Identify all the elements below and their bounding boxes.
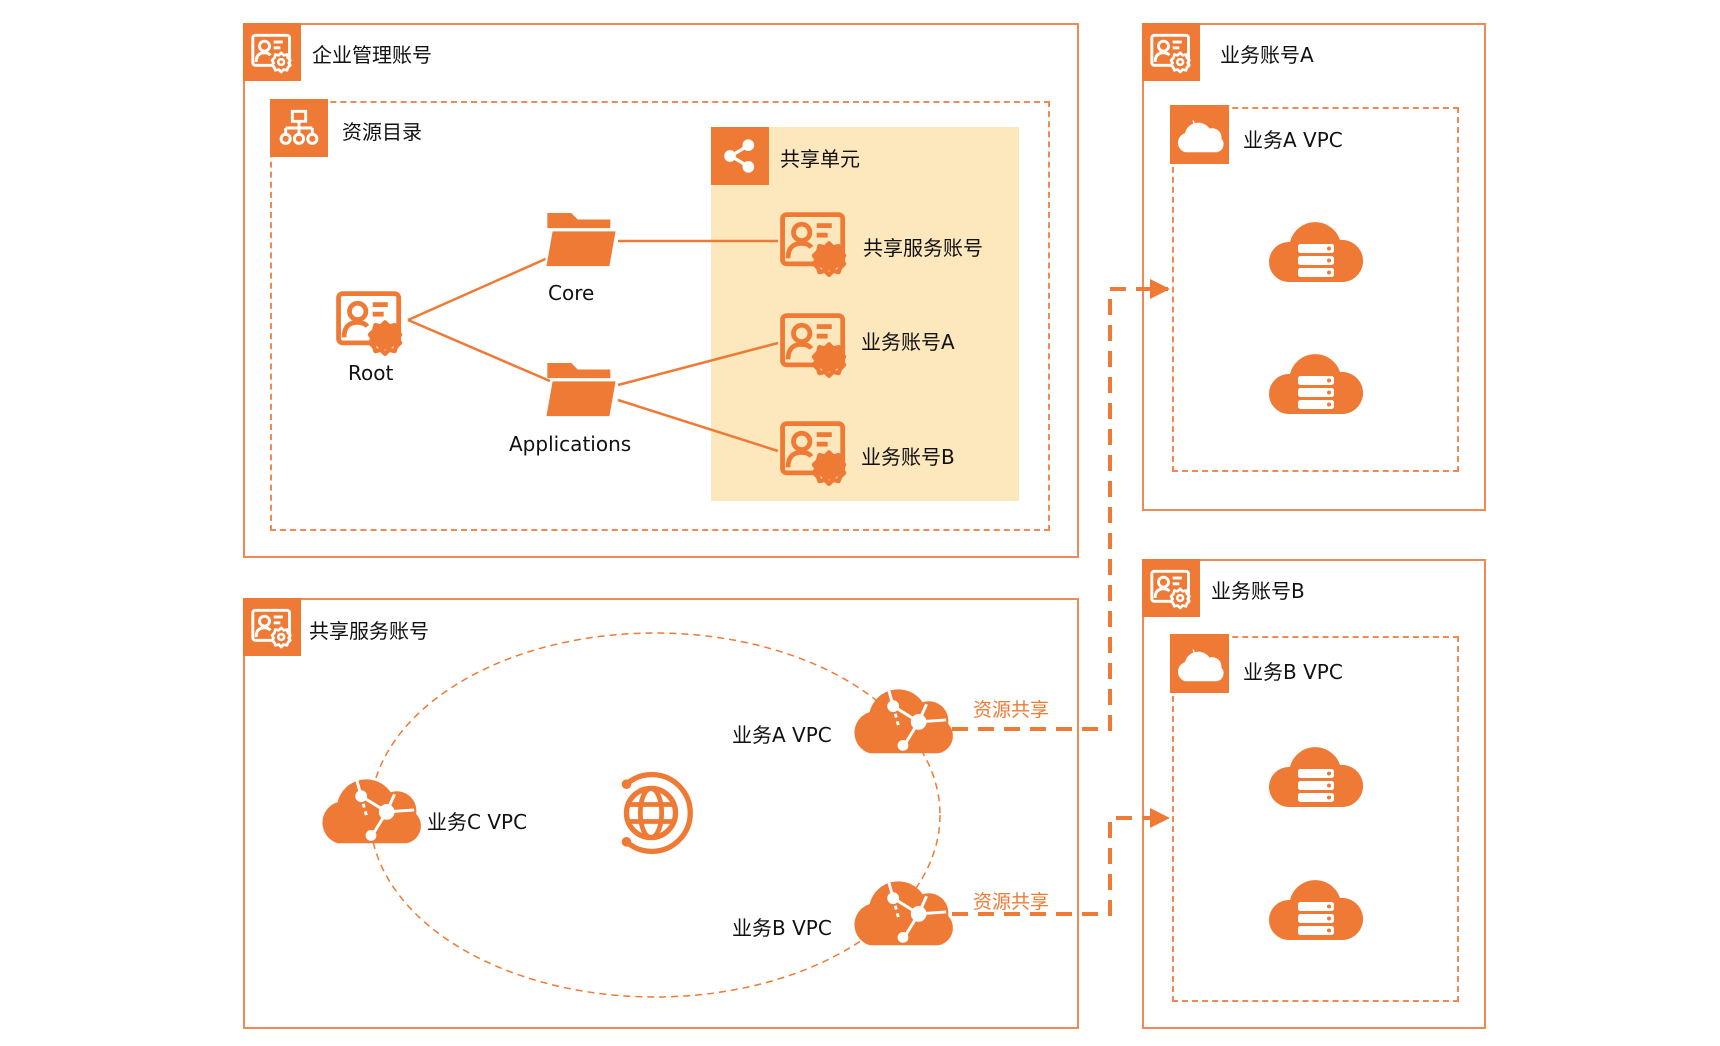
business-b-vpc-container — [1172, 636, 1459, 1002]
global-network-icon — [603, 765, 699, 861]
vpc-b-label: 业务B VPC — [732, 916, 832, 940]
cloud-server-icon[interactable] — [1266, 737, 1366, 809]
vpc-icon — [1175, 116, 1225, 154]
account-icon — [1146, 563, 1196, 613]
business-account-a-label: 业务账号A — [861, 330, 955, 354]
shared-services-account-container — [243, 598, 1079, 1029]
business-account-b-label: 业务账号B — [861, 445, 955, 469]
business-account-b-icon-box — [1142, 559, 1200, 617]
business-account-b-container — [1142, 559, 1486, 1029]
business-b-vpc-icon-box — [1170, 634, 1229, 693]
shared-unit-icon-box — [711, 127, 769, 185]
business-account-a-container — [1142, 23, 1486, 511]
enterprise-account-icon-box — [243, 23, 301, 81]
vpc-c-cloud-icon[interactable] — [316, 766, 424, 846]
cloud-server-icon[interactable] — [1266, 870, 1366, 942]
vpc-b-cloud-icon[interactable] — [848, 868, 956, 948]
shared-services-account-icon-box — [243, 598, 301, 656]
vpc-c-label: 业务C VPC — [427, 810, 528, 834]
shared-service-account-label: 共享服务账号 — [863, 236, 983, 260]
cloud-server-icon[interactable] — [1266, 344, 1366, 416]
business-a-vpc-icon-box — [1170, 105, 1229, 164]
applications-folder-label: Applications — [509, 432, 632, 456]
shared-unit-title: 共享单元 — [780, 147, 860, 171]
enterprise-account-title: 企业管理账号 — [312, 43, 432, 67]
applications-to-account-b-line — [617, 398, 779, 453]
cloud-server-icon[interactable] — [1266, 212, 1366, 284]
root-to-applications-line — [407, 318, 551, 383]
vpc-a-cloud-icon[interactable] — [848, 676, 956, 756]
vpc-icon — [1175, 645, 1225, 683]
business-b-vpc-title: 业务B VPC — [1243, 660, 1343, 684]
account-icon — [1146, 27, 1196, 77]
business-a-vpc-container — [1172, 107, 1459, 472]
resource-directory-title: 资源目录 — [342, 120, 422, 144]
resource-share-label-b: 资源共享 — [973, 891, 1050, 913]
vpc-a-label: 业务A VPC — [732, 723, 832, 747]
root-label: Root — [348, 361, 394, 385]
resource-directory-icon-box — [270, 99, 328, 157]
business-account-a-icon-box — [1142, 23, 1200, 81]
business-a-vpc-title: 业务A VPC — [1243, 128, 1343, 152]
shared-services-account-title: 共享服务账号 — [309, 619, 429, 643]
business-account-b-title: 业务账号B — [1211, 579, 1305, 603]
business-account-a-title: 业务账号A — [1220, 43, 1314, 67]
resource-share-label-a: 资源共享 — [973, 699, 1050, 721]
applications-to-account-a-line — [617, 341, 779, 387]
core-folder-label: Core — [548, 281, 595, 305]
root-to-core-line — [407, 255, 551, 322]
